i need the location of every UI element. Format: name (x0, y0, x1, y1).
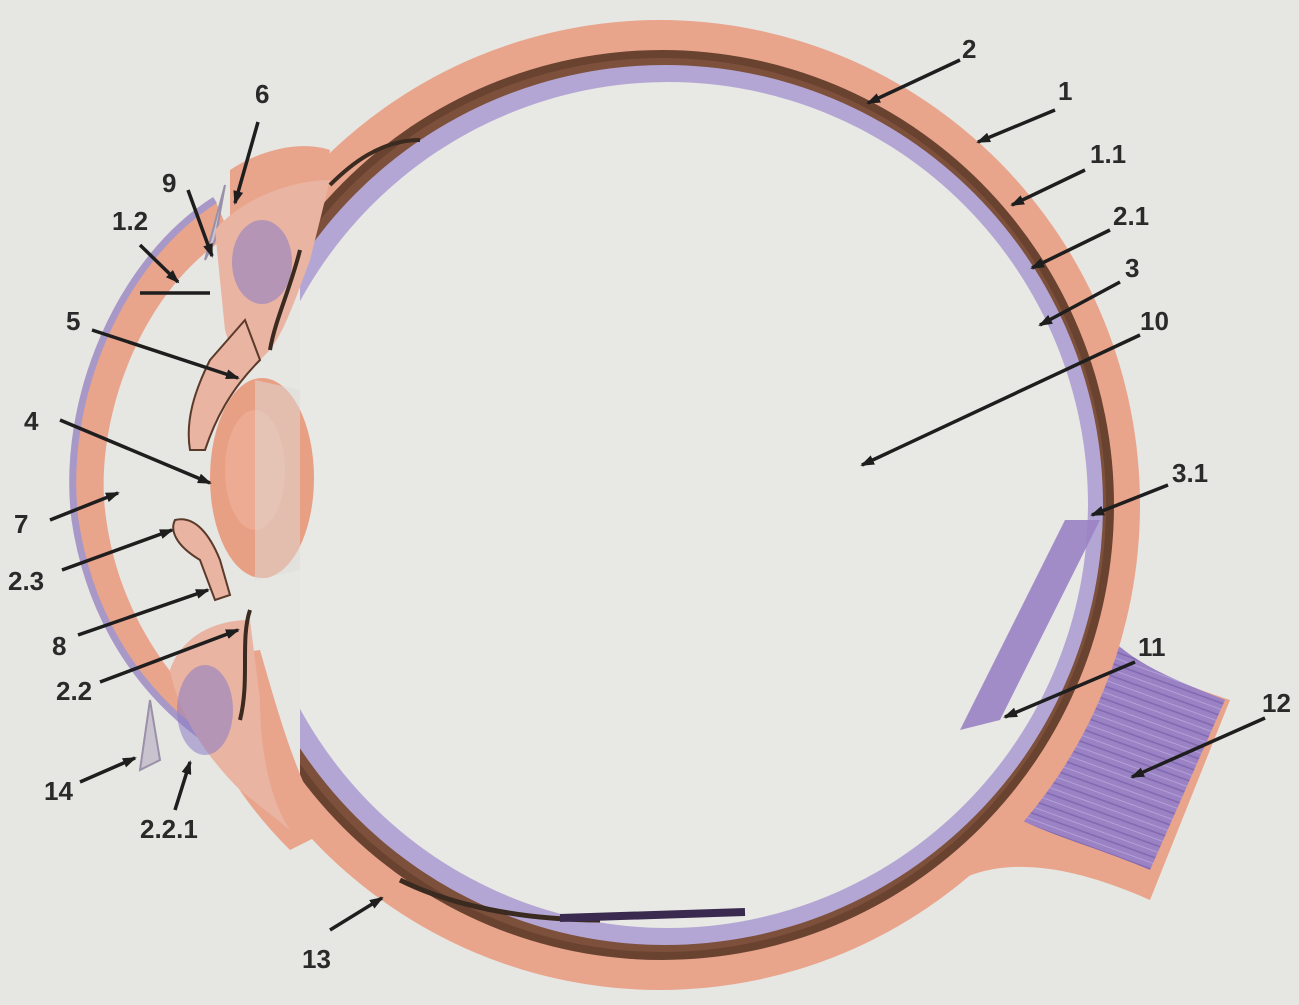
label-1-2: 1.2 (112, 206, 148, 236)
label-12: 12 (1262, 688, 1291, 718)
label-2-1: 2.1 (1113, 201, 1149, 231)
label-2: 2 (962, 34, 976, 64)
label-1-1: 1.1 (1090, 139, 1126, 169)
label-2-3: 2.3 (8, 566, 44, 596)
label-10: 10 (1140, 306, 1169, 336)
label-14: 14 (44, 776, 73, 806)
label-1: 1 (1058, 76, 1072, 106)
label-6: 6 (255, 79, 269, 109)
label-5: 5 (66, 306, 80, 336)
label-2-2-1: 2.2.1 (140, 814, 198, 844)
label-8: 8 (52, 631, 66, 661)
label-3-1: 3.1 (1172, 458, 1208, 488)
label-13: 13 (302, 944, 331, 974)
label-7: 7 (14, 509, 28, 539)
label-4: 4 (24, 406, 39, 436)
label-3: 3 (1125, 253, 1139, 283)
vitreous-body (248, 82, 1088, 928)
label-9: 9 (162, 168, 176, 198)
label-2-2: 2.2 (56, 676, 92, 706)
label-11: 11 (1138, 632, 1166, 662)
